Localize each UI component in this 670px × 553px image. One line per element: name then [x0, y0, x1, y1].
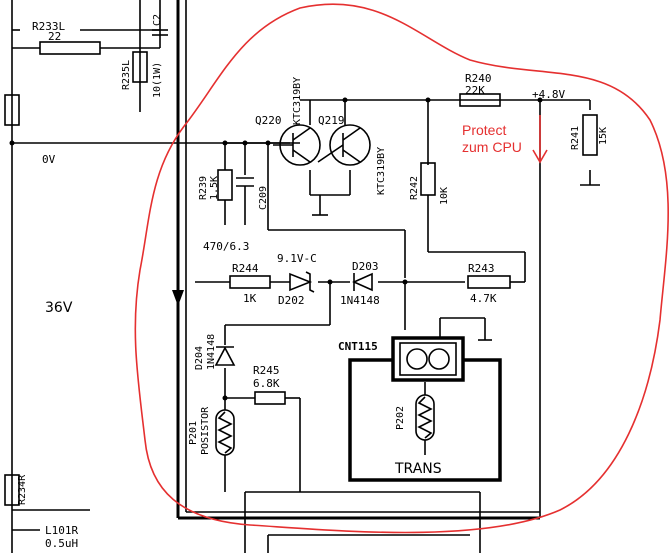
label-r233l-val: 22: [48, 30, 61, 43]
label-r233l: R233L: [32, 20, 65, 33]
label-p202: P202: [395, 406, 406, 430]
label-d204-val: 1N4148: [206, 334, 217, 370]
annotation-line1: Protect: [462, 122, 506, 138]
label-r243: R243: [468, 262, 495, 275]
label-r245-val: 6.8K: [253, 377, 280, 390]
resistor-left-rail: [4, 94, 20, 126]
label-r244-val: 1K: [243, 292, 257, 305]
label-supply: +4.8V: [532, 88, 565, 101]
resistor-r235l: [132, 51, 148, 83]
diode-d204: [214, 346, 236, 366]
wires: [11, 0, 600, 553]
label-d202-val: 9.1V-C: [277, 252, 317, 265]
label-q219-type: KTC319BY: [376, 147, 387, 195]
label-r240: R240: [465, 72, 492, 85]
label-r242: R242: [409, 176, 420, 200]
annotation-arrow-head: [532, 149, 548, 164]
label-cnt115: CNT115: [338, 340, 378, 353]
label-p201: P201: [188, 421, 199, 445]
label-r240-val: 22K: [465, 84, 485, 97]
labels: R233L 22 C2 R235L 10(1W) R240 22K +4.8V …: [17, 14, 609, 550]
resistor-r233l: [39, 41, 101, 55]
label-c2: C2: [152, 14, 163, 26]
resistor-r240: [459, 93, 501, 107]
label-r241: R241: [570, 126, 581, 150]
label-r242-val: 10K: [439, 187, 450, 205]
label-r244: R244: [232, 262, 259, 275]
rail-arrow: [172, 290, 184, 306]
resistor-r245: [254, 391, 286, 405]
capacitor-c2: [152, 29, 168, 36]
label-36v: 36V: [45, 300, 73, 316]
label-c209-val: 470/6.3: [203, 240, 249, 253]
label-d203-val: 1N4148: [340, 294, 380, 307]
label-r235l-val: 10(1W): [152, 62, 163, 98]
label-l101r: L101R: [45, 524, 78, 537]
label-r239: R239: [198, 176, 209, 200]
label-trans: TRANS: [394, 461, 442, 477]
diode-d203: [352, 272, 373, 292]
label-q219: Q219: [318, 114, 345, 127]
transistor-q219: [317, 124, 371, 166]
label-r243-val: 4.7K: [470, 292, 497, 305]
label-d204: D204: [194, 346, 205, 370]
junctions: [9, 97, 543, 401]
zener-diode-d202: [289, 271, 315, 293]
label-p201-val: POSISTOR: [200, 406, 211, 455]
label-l101r-val: 0.5uH: [45, 537, 78, 550]
annotation-line2: zum CPU: [462, 139, 522, 155]
label-zero-v: 0V: [42, 153, 56, 166]
connector-cnt115: [391, 336, 465, 382]
resistor-r244: [229, 275, 271, 289]
posistor-p201: [215, 409, 235, 456]
red-annotation: Protect zum CPU: [134, 3, 669, 534]
label-r241-val: 15K: [598, 127, 609, 145]
label-r239-val: 1.5K: [209, 176, 220, 200]
label-d202: D202: [278, 294, 305, 307]
label-c209: C209: [258, 186, 269, 210]
label-q220: Q220: [255, 114, 282, 127]
resistor-r234r: [4, 474, 20, 506]
label-d203: D203: [352, 260, 379, 273]
label-r235l: R235L: [121, 60, 132, 90]
label-q220-type: KTC319BY: [292, 77, 303, 125]
thermistor-p202: [415, 394, 435, 441]
transistor-q220: [273, 124, 321, 166]
red-outline: [134, 3, 669, 534]
resistor-r241: [582, 114, 598, 156]
label-r234r: R234R: [17, 474, 28, 505]
resistor-r239: [217, 169, 233, 201]
resistor-r242: [420, 162, 436, 196]
capacitor-c209: [236, 177, 254, 195]
label-r245: R245: [253, 364, 280, 377]
resistor-r243: [467, 275, 511, 289]
